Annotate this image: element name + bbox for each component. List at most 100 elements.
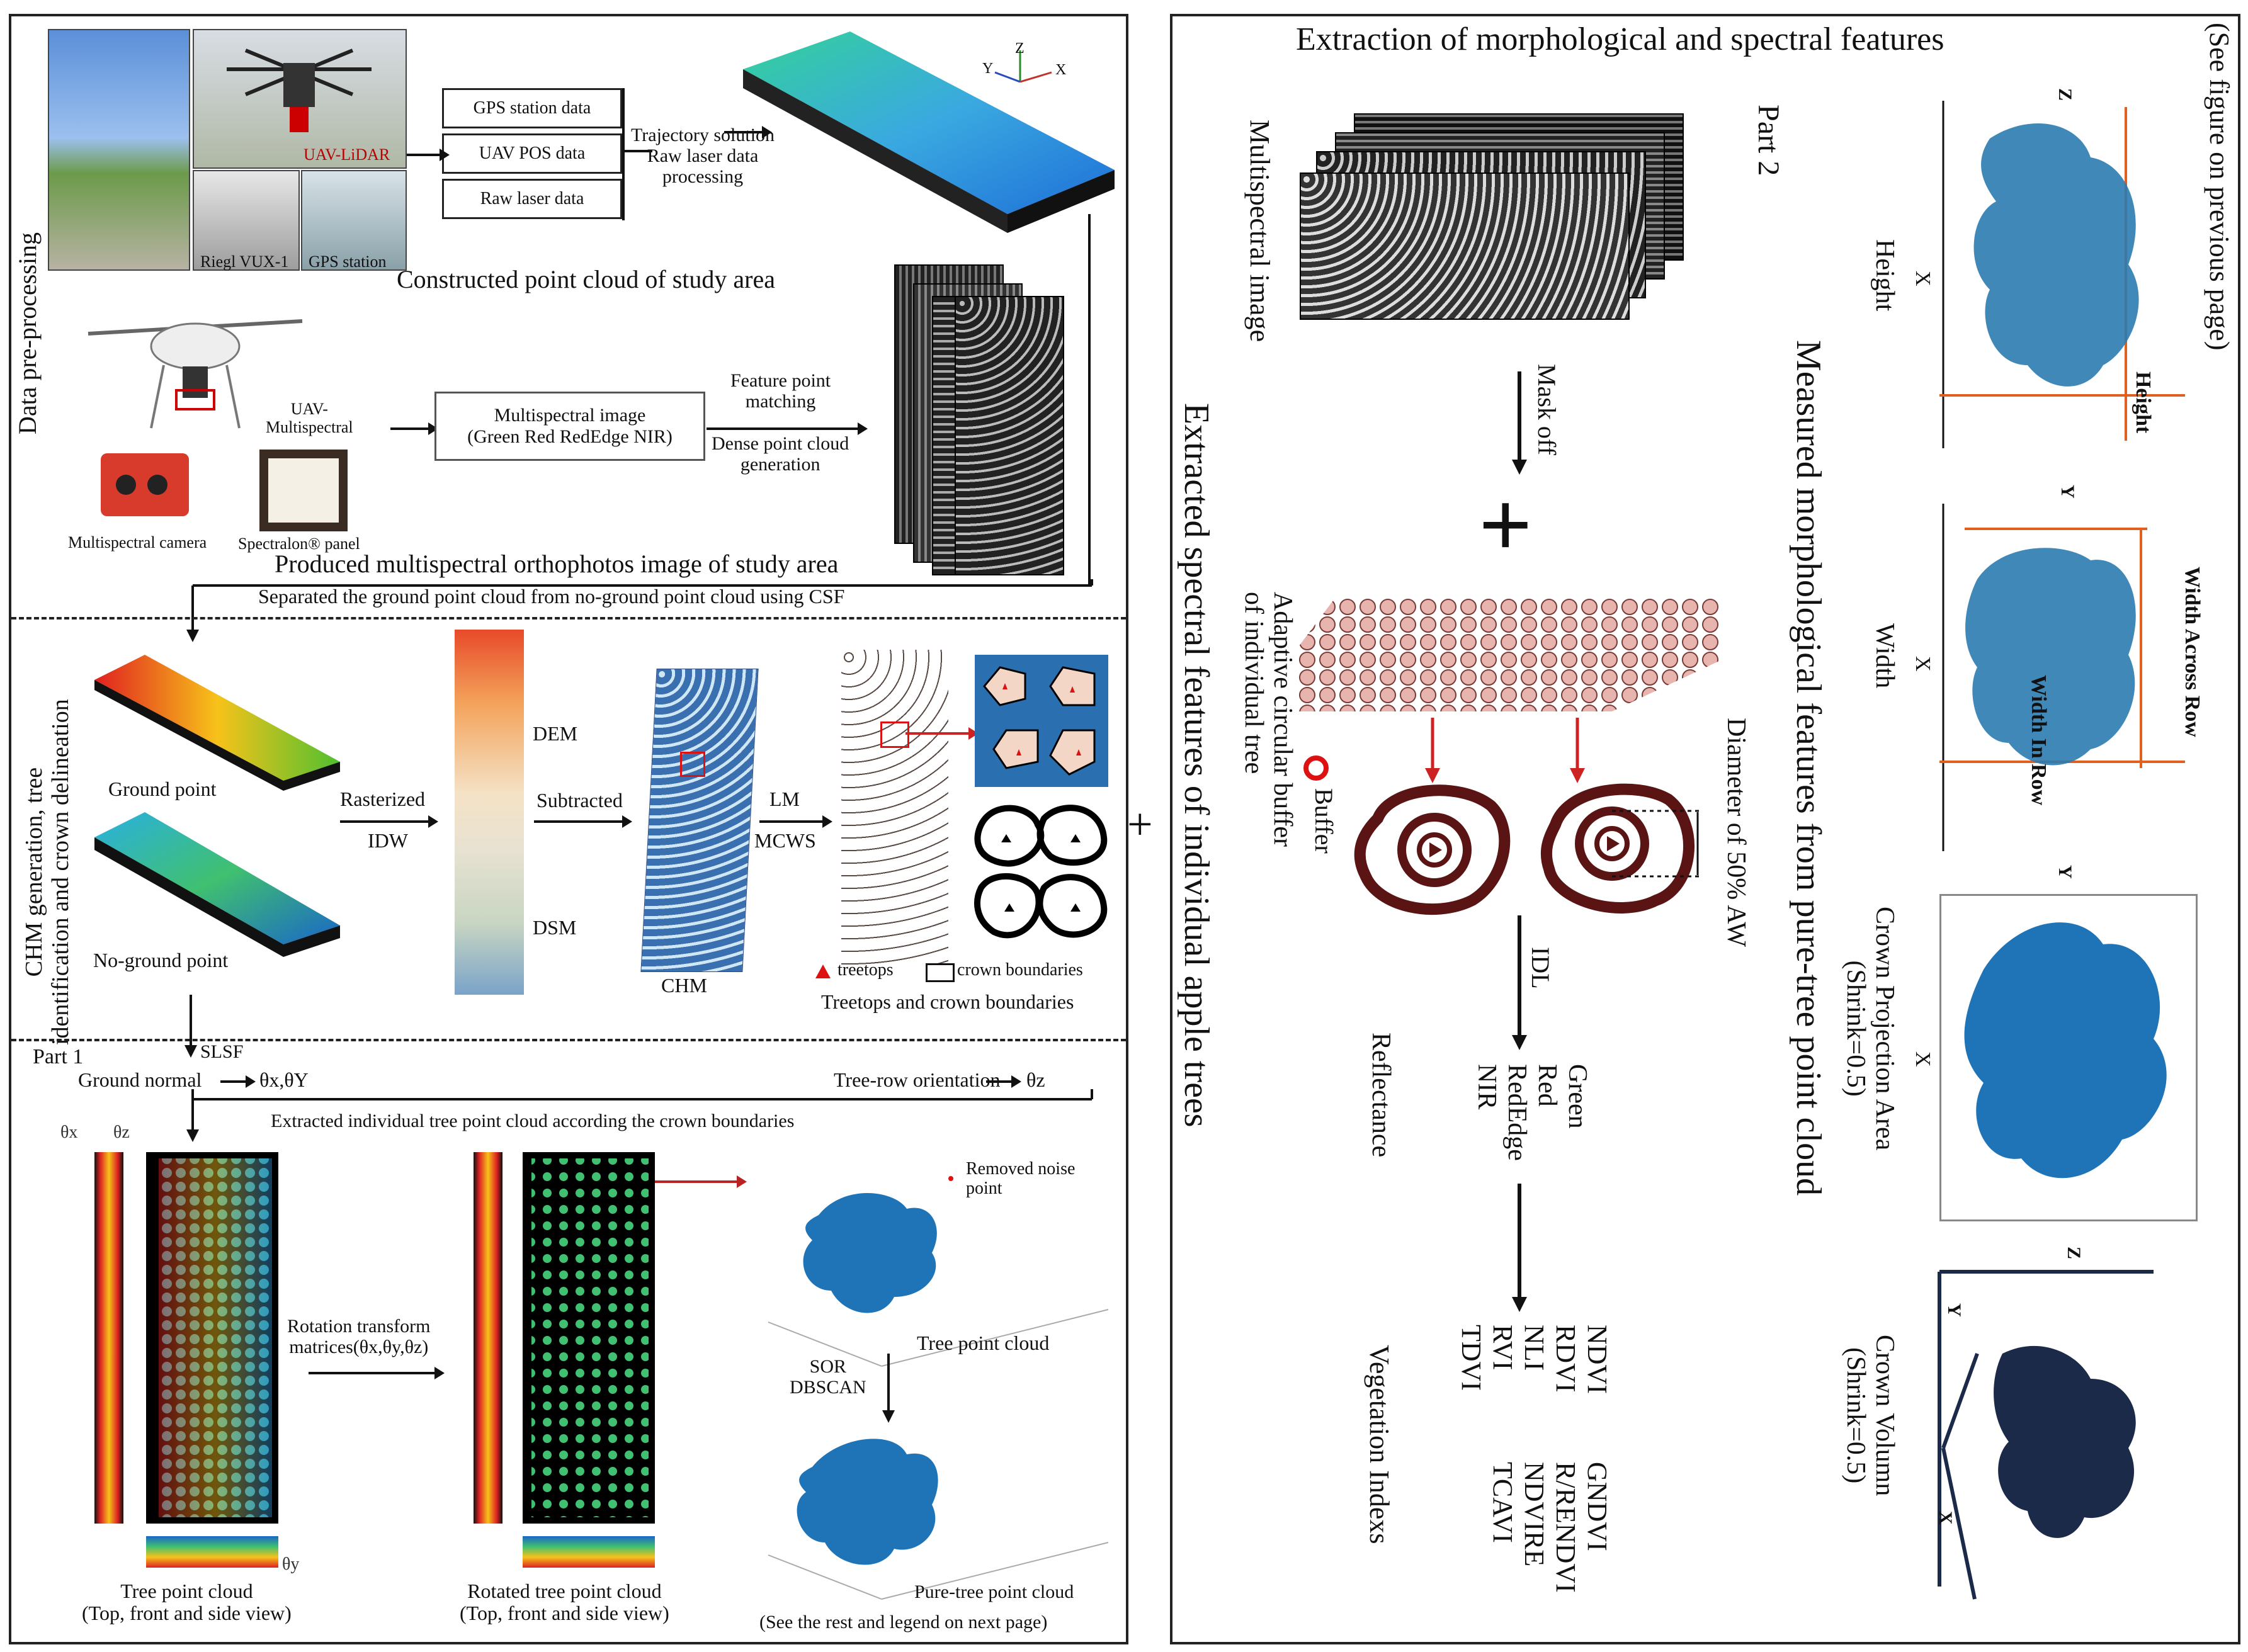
see-rest-label: (See the rest and legend on next page) xyxy=(759,1612,1048,1632)
height-label: Height xyxy=(1870,239,1899,312)
cv-axis-x: X xyxy=(1935,1511,1956,1525)
constructed-cloud-caption: Constructed point cloud of study area xyxy=(397,265,775,293)
band-rededge: RedEdge xyxy=(1502,1064,1531,1161)
extract-arrow xyxy=(186,1089,1093,1142)
vegetation-indexs-label: Vegetation Indexs xyxy=(1364,1345,1395,1544)
spectral-features-title: Extracted spectral features of individua… xyxy=(1177,403,1216,1128)
cpa-axis-y: Y xyxy=(2055,865,2075,879)
uav-lidar-photo xyxy=(193,29,407,169)
noground-point-label: No-ground point xyxy=(93,949,229,971)
band-red: Red xyxy=(1533,1064,1562,1107)
riegl-label: Riegl VUX-1 xyxy=(200,252,289,271)
band-green: Green xyxy=(1563,1064,1592,1129)
raw-laser-data-box: Raw laser data xyxy=(442,179,622,219)
vi-arrow xyxy=(1512,1184,1527,1312)
ground-normal-label: Ground normal xyxy=(78,1068,202,1091)
vi-ndvi: NDVI xyxy=(1582,1325,1613,1394)
uav-lidar-label: UAV-LiDAR xyxy=(304,145,390,164)
idw-label: IDW xyxy=(368,829,408,852)
idl-label: IDL xyxy=(1526,947,1555,989)
tree-pc-caption: Tree point cloud (Top, front and side vi… xyxy=(82,1580,292,1625)
cv-axis-y: Y xyxy=(1944,1303,1965,1317)
extracted-label: Extracted individual tree point cloud ac… xyxy=(271,1111,795,1131)
section1-right-bracket xyxy=(1088,214,1091,586)
traj-arrow xyxy=(724,126,772,139)
lm-label: LM xyxy=(769,788,800,810)
tree-row-arrow xyxy=(986,1075,1021,1088)
vi-rdvi: RDVI xyxy=(1550,1325,1581,1393)
theta-xy-label: θx,θY xyxy=(259,1068,309,1091)
study-area-point-cloud xyxy=(743,31,1115,233)
cpa-axis-x: X xyxy=(1911,1051,1934,1067)
rot-side-strip xyxy=(474,1152,502,1524)
crown-map xyxy=(841,650,948,965)
mask-off-label: Mask off xyxy=(1533,364,1561,455)
chm-highlight-box xyxy=(680,752,705,777)
drone-icon xyxy=(227,48,372,132)
adaptive-label: Adaptive circular buffer of individual t… xyxy=(1239,592,1297,847)
vi-ndvire: NDVIRE xyxy=(1519,1462,1550,1567)
mask-off-arrow xyxy=(1512,371,1527,475)
axis-y: Y xyxy=(982,60,994,77)
pure-cloud-label: Pure-tree point cloud xyxy=(914,1581,1074,1602)
divider-2 xyxy=(11,1039,1126,1041)
width-plot xyxy=(1939,504,2185,851)
height-axis-x: X xyxy=(1911,271,1934,286)
feature-matching-text: Feature point matching xyxy=(730,370,831,412)
vi-tdvi: TDVI xyxy=(1456,1325,1487,1391)
field-photo xyxy=(48,29,190,271)
ground-point-label: Ground point xyxy=(108,778,217,800)
csf-text: Separated the ground point cloud from no… xyxy=(258,585,845,608)
theta-x-small: θx xyxy=(60,1123,78,1142)
tree-cloud-3d xyxy=(768,1176,1109,1367)
plus-between-panels: + xyxy=(1127,799,1153,849)
rasterize-arrow xyxy=(340,815,438,828)
plus-sign-right: + xyxy=(1479,473,1533,577)
multispectral-image-box: Multispectral image (Green Red RedEdge N… xyxy=(434,392,705,461)
treetops-legend: treetops xyxy=(837,960,894,980)
to-cloud-arrow xyxy=(655,1175,747,1188)
zoom-arrow xyxy=(905,727,979,740)
treetops-caption: Treetops and crown boundaries xyxy=(821,990,1074,1013)
ms-camera-label: Multispectral camera xyxy=(68,533,207,552)
reflectance-label: Reflectance xyxy=(1366,1032,1395,1158)
sor-dbscan-label: SOR DBSCAN xyxy=(790,1356,866,1398)
riegl-photo xyxy=(193,170,300,271)
buffer-legend-label: Buffer xyxy=(1310,788,1338,854)
height-plot xyxy=(1939,101,2185,448)
divider-1 xyxy=(11,617,1126,620)
part2-label: Part 2 xyxy=(1752,105,1785,176)
buffer-legend-circle xyxy=(1303,755,1329,781)
cpa-frame xyxy=(1939,894,2198,1221)
theta-y-small: θy xyxy=(282,1554,300,1574)
vi-rvi: RVI xyxy=(1487,1325,1518,1371)
idl-arrow xyxy=(1512,915,1527,1050)
tree-cloud-label: Tree point cloud xyxy=(917,1332,1050,1354)
rotation-arrow xyxy=(309,1367,445,1379)
tree-buffer-1 xyxy=(1354,784,1511,915)
width-in-row-label: Width In Row xyxy=(2027,675,2050,806)
rasterized-label: Rasterized xyxy=(340,788,426,810)
dem-label: DEM xyxy=(533,722,578,745)
ms-image-label: Multispectral image xyxy=(1244,120,1275,342)
slsf-arrow xyxy=(184,995,197,1058)
width-axis-x: X xyxy=(1911,656,1934,672)
axis-x: X xyxy=(1055,62,1067,78)
chm-image xyxy=(640,669,759,972)
sor-arrow xyxy=(882,1354,895,1423)
part1-label: Part 1 xyxy=(33,1045,84,1068)
buffer-map xyxy=(1297,598,1719,711)
crown-boundary-shapes xyxy=(974,805,1108,939)
treetops-legend-icon xyxy=(815,965,831,978)
width-axis-y: Y xyxy=(2057,485,2078,499)
pure-cloud-3d xyxy=(768,1439,1109,1600)
tree-top-dots xyxy=(159,1158,272,1517)
cv-axis-z: Z xyxy=(2064,1247,2084,1260)
morph-features-title: Measured morphological features from pur… xyxy=(1789,340,1828,1196)
diameter-label: Diameter of 50% AW xyxy=(1722,718,1751,948)
height-axis-z: Z xyxy=(2055,88,2075,101)
dsm-label: DSM xyxy=(533,916,577,939)
see-prev-label: (See figure on previous page) xyxy=(2204,23,2235,351)
spectralon-panel xyxy=(259,450,348,531)
ms-arrow-1 xyxy=(390,422,438,435)
